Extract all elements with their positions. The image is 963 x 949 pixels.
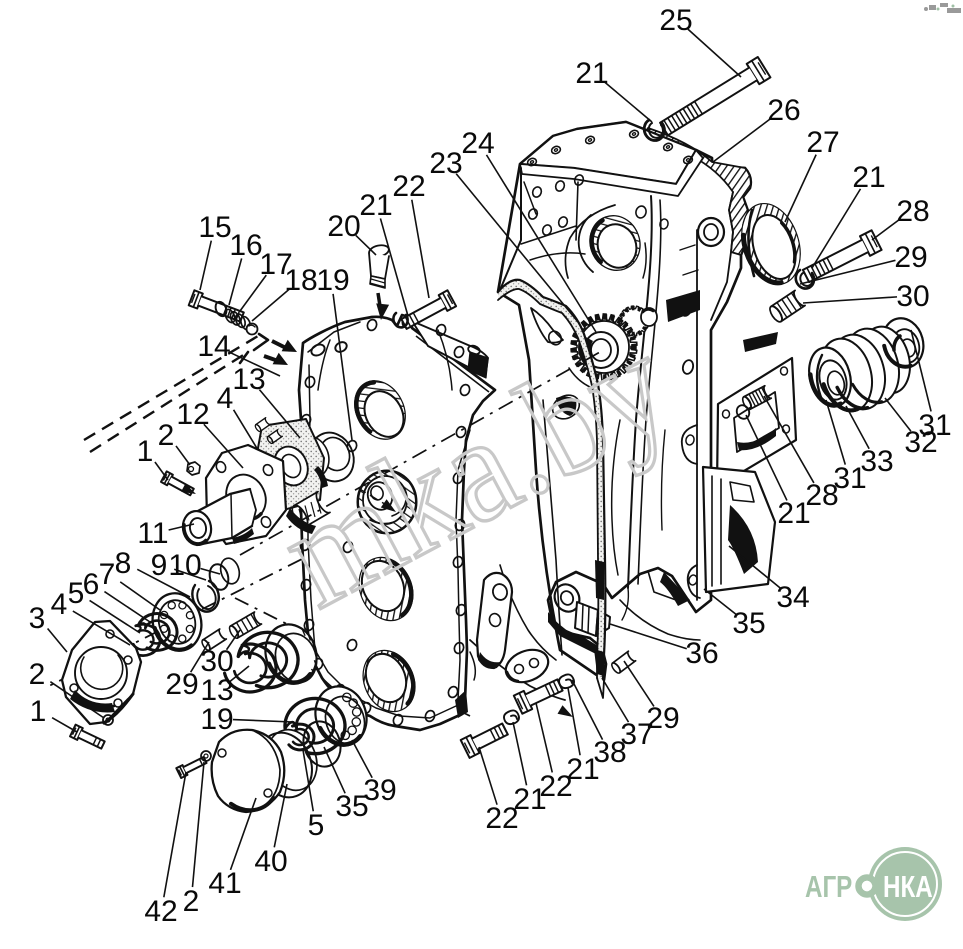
svg-text:19: 19 bbox=[316, 264, 349, 297]
svg-text:2: 2 bbox=[29, 658, 46, 691]
svg-text:26: 26 bbox=[767, 94, 800, 127]
svg-text:42: 42 bbox=[144, 895, 177, 928]
svg-text:5: 5 bbox=[68, 577, 85, 610]
svg-text:30: 30 bbox=[896, 280, 929, 313]
svg-text:27: 27 bbox=[806, 126, 839, 159]
svg-text:2: 2 bbox=[158, 419, 175, 452]
svg-text:24: 24 bbox=[461, 127, 494, 160]
svg-text:21: 21 bbox=[575, 57, 608, 90]
svg-text:32: 32 bbox=[904, 426, 937, 459]
svg-text:23: 23 bbox=[429, 147, 462, 180]
svg-text:7: 7 bbox=[99, 558, 116, 591]
svg-text:21: 21 bbox=[359, 189, 392, 222]
svg-text:3: 3 bbox=[29, 602, 46, 635]
svg-text:12: 12 bbox=[176, 398, 209, 431]
svg-text:13: 13 bbox=[232, 363, 265, 396]
svg-text:20: 20 bbox=[327, 210, 360, 243]
svg-text:35: 35 bbox=[335, 790, 368, 823]
svg-text:15: 15 bbox=[198, 211, 231, 244]
svg-text:34: 34 bbox=[776, 581, 809, 614]
svg-text:21: 21 bbox=[777, 497, 810, 530]
svg-text:19: 19 bbox=[200, 703, 233, 736]
svg-text:21: 21 bbox=[852, 161, 885, 194]
svg-text:16: 16 bbox=[229, 229, 262, 262]
svg-text:АГР: АГР bbox=[805, 869, 852, 904]
svg-text:41: 41 bbox=[208, 867, 241, 900]
svg-text:40: 40 bbox=[254, 845, 287, 878]
svg-text:НКА: НКА bbox=[883, 869, 933, 904]
svg-text:28: 28 bbox=[896, 195, 929, 228]
svg-text:8: 8 bbox=[115, 547, 132, 580]
svg-text:1: 1 bbox=[137, 435, 154, 468]
svg-text:22: 22 bbox=[485, 802, 518, 835]
svg-text:25: 25 bbox=[659, 4, 692, 37]
svg-text:14: 14 bbox=[197, 330, 230, 363]
svg-text:36: 36 bbox=[685, 637, 718, 670]
svg-text:1: 1 bbox=[30, 695, 47, 728]
svg-text:10: 10 bbox=[168, 549, 201, 582]
svg-text:9: 9 bbox=[151, 549, 168, 582]
svg-text:11: 11 bbox=[137, 517, 168, 550]
svg-text:6: 6 bbox=[83, 568, 100, 601]
svg-text:22: 22 bbox=[392, 170, 425, 203]
svg-text:5: 5 bbox=[308, 809, 325, 842]
svg-text:29: 29 bbox=[894, 241, 927, 274]
svg-text:2: 2 bbox=[183, 885, 200, 918]
svg-text:18: 18 bbox=[284, 264, 317, 297]
svg-text:35: 35 bbox=[732, 607, 765, 640]
svg-text:4: 4 bbox=[51, 588, 68, 621]
svg-text:4: 4 bbox=[217, 382, 234, 415]
svg-text:29: 29 bbox=[165, 668, 198, 701]
